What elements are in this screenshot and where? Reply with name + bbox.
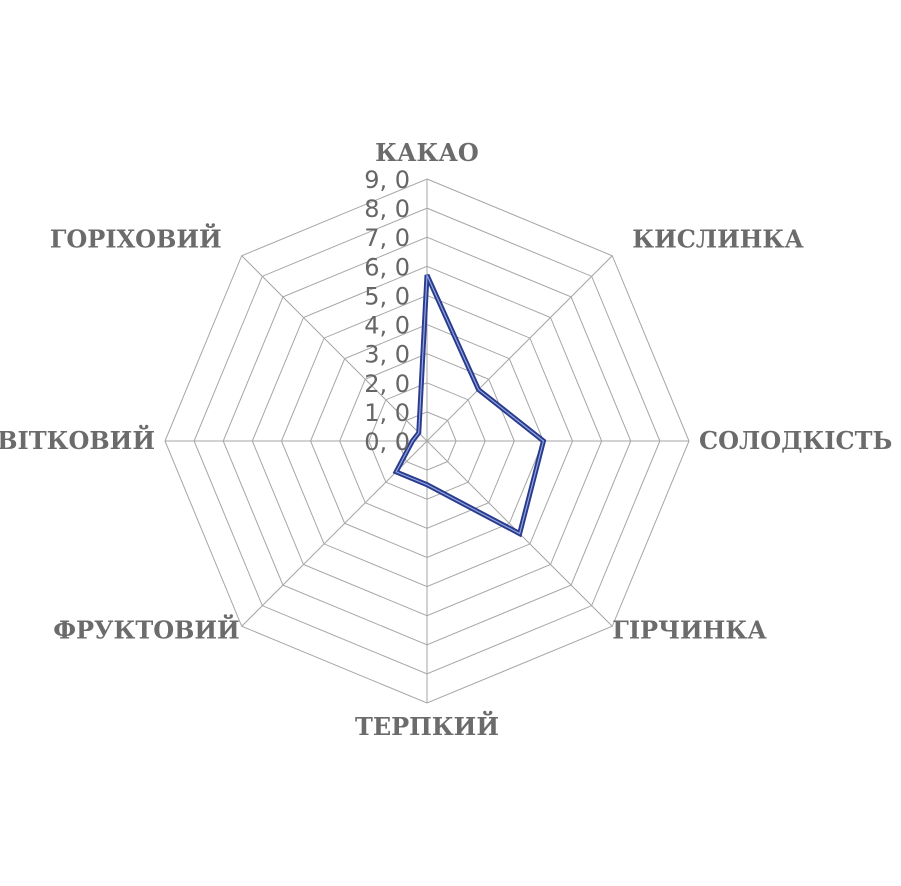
tick-label: 9, 0 (364, 166, 410, 194)
axis-label: СОЛОДКІСТЬ (699, 426, 892, 455)
axis-label: ФРУКТОВИЙ (53, 613, 240, 644)
axis-spoke (241, 255, 428, 442)
axis-label: КИСЛИНКА (632, 225, 804, 254)
axis-label: КАКАО (375, 138, 479, 167)
tick-label: 6, 0 (364, 253, 410, 281)
axis-spoke (426, 255, 613, 442)
tick-label: 2, 0 (364, 370, 410, 398)
axis-label: КВІТКОВИЙ (0, 424, 155, 455)
axis-labels: КАКАО КИСЛИНКА СОЛОДКІСТЬ ГІРЧИНКА ТЕРПКИЙ ФР… (0, 138, 892, 741)
grid (164, 178, 690, 704)
tick-label: 7, 0 (364, 224, 410, 252)
tick-label: 4, 0 (364, 312, 410, 340)
axis-label: ГОРІХОВИЙ (50, 223, 222, 254)
tick-label: 8, 0 (364, 195, 410, 223)
axis-label: ТЕРПКИЙ (355, 710, 499, 741)
tick-label: 1, 0 (364, 399, 410, 427)
tick-labels: 0, 01, 02, 03, 04, 05, 06, 07, 08, 09, 0 (364, 166, 410, 456)
series (392, 274, 547, 538)
tick-label: 5, 0 (364, 282, 410, 310)
tick-label: 0, 0 (364, 428, 410, 456)
axis-label: ГІРЧИНКА (612, 615, 767, 644)
tick-label: 3, 0 (364, 341, 410, 369)
